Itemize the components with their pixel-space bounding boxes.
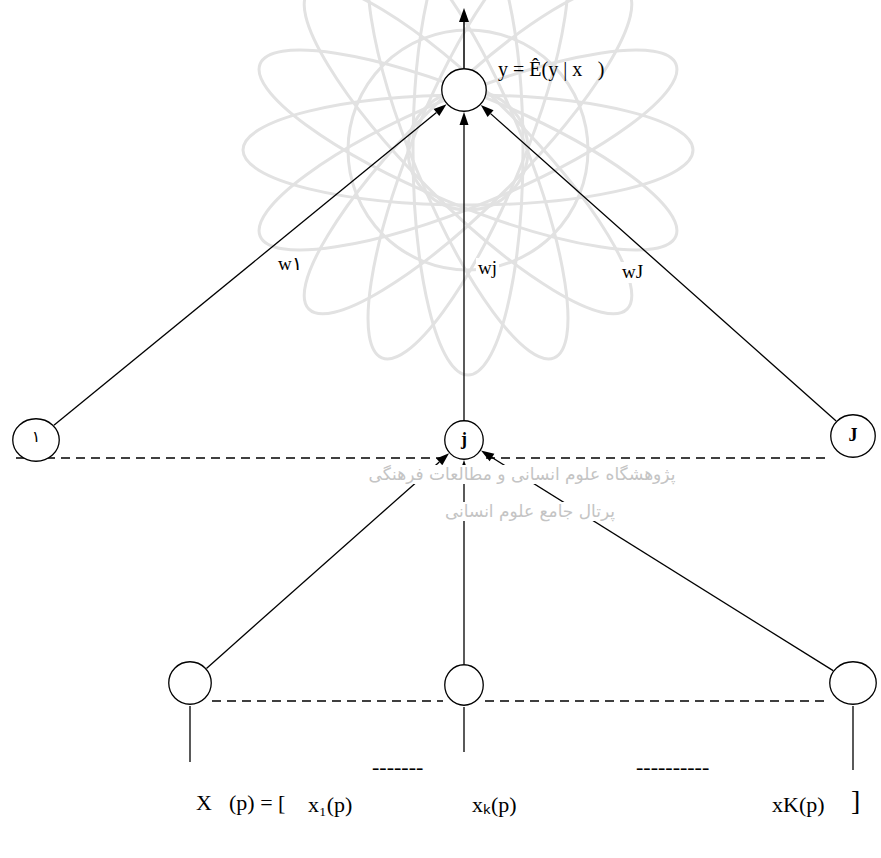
watermark-text: پرتال جامع علوم انسانی bbox=[443, 502, 617, 521]
connector-line bbox=[463, 125, 464, 420]
bracket: ] bbox=[851, 786, 860, 817]
vector-label: X⃗(p) = [ bbox=[196, 791, 285, 815]
weight-label: wj bbox=[476, 258, 499, 279]
neuron-circle bbox=[168, 661, 212, 705]
watermark-text: پژوهشگاه علوم انسانی و مطالعات فرهنگی bbox=[367, 465, 678, 484]
neuron-label: ۱ bbox=[32, 428, 41, 446]
weight-connection bbox=[54, 104, 447, 425]
ellipsis-dashes: ---------- bbox=[636, 755, 709, 779]
connector-line bbox=[206, 462, 439, 669]
input-neuron: xK(p) bbox=[829, 661, 877, 705]
hidden-neuron: J bbox=[830, 414, 876, 458]
neuron-caption: x₁(p) bbox=[308, 793, 352, 817]
connector-line bbox=[54, 113, 437, 426]
input-neuron: xₖ(p) bbox=[444, 664, 484, 706]
arrowhead bbox=[434, 104, 447, 116]
weight-connection bbox=[481, 105, 836, 421]
neuron-label: J bbox=[849, 426, 858, 446]
arrowhead bbox=[460, 112, 469, 125]
output-neuron: y = Ê(y | x⃗) bbox=[441, 68, 487, 112]
neuron-circle bbox=[444, 664, 484, 706]
neuron-caption: xK(p) bbox=[772, 793, 825, 817]
connector-line bbox=[491, 114, 837, 421]
weight-connection bbox=[206, 453, 449, 668]
input-neuron: x₁(p) bbox=[168, 661, 212, 705]
ellipsis-dashes: ------- bbox=[372, 755, 423, 779]
hidden-neuron: j bbox=[444, 420, 484, 460]
neuron-caption: y = Ê(y | x⃗) bbox=[498, 58, 604, 80]
arrowhead bbox=[481, 451, 494, 462]
input-line bbox=[190, 706, 853, 770]
neuron-circle bbox=[829, 661, 877, 705]
dashed-line bbox=[16, 458, 830, 701]
neuron-label: j bbox=[461, 430, 467, 450]
weight-connection bbox=[460, 112, 469, 420]
weight-label: w۱ bbox=[276, 254, 304, 275]
neuron-caption: xₖ(p) bbox=[472, 793, 517, 817]
watermark-ornament bbox=[239, 0, 697, 379]
neuron-circle bbox=[441, 68, 487, 112]
hidden-neuron: ۱ bbox=[12, 418, 60, 462]
arrowhead bbox=[436, 453, 449, 465]
arrowhead bbox=[481, 105, 494, 117]
weight-connection bbox=[460, 460, 469, 664]
weight-label: wJ bbox=[620, 262, 645, 283]
output-arrow bbox=[459, 8, 469, 68]
connector-line bbox=[492, 457, 833, 670]
